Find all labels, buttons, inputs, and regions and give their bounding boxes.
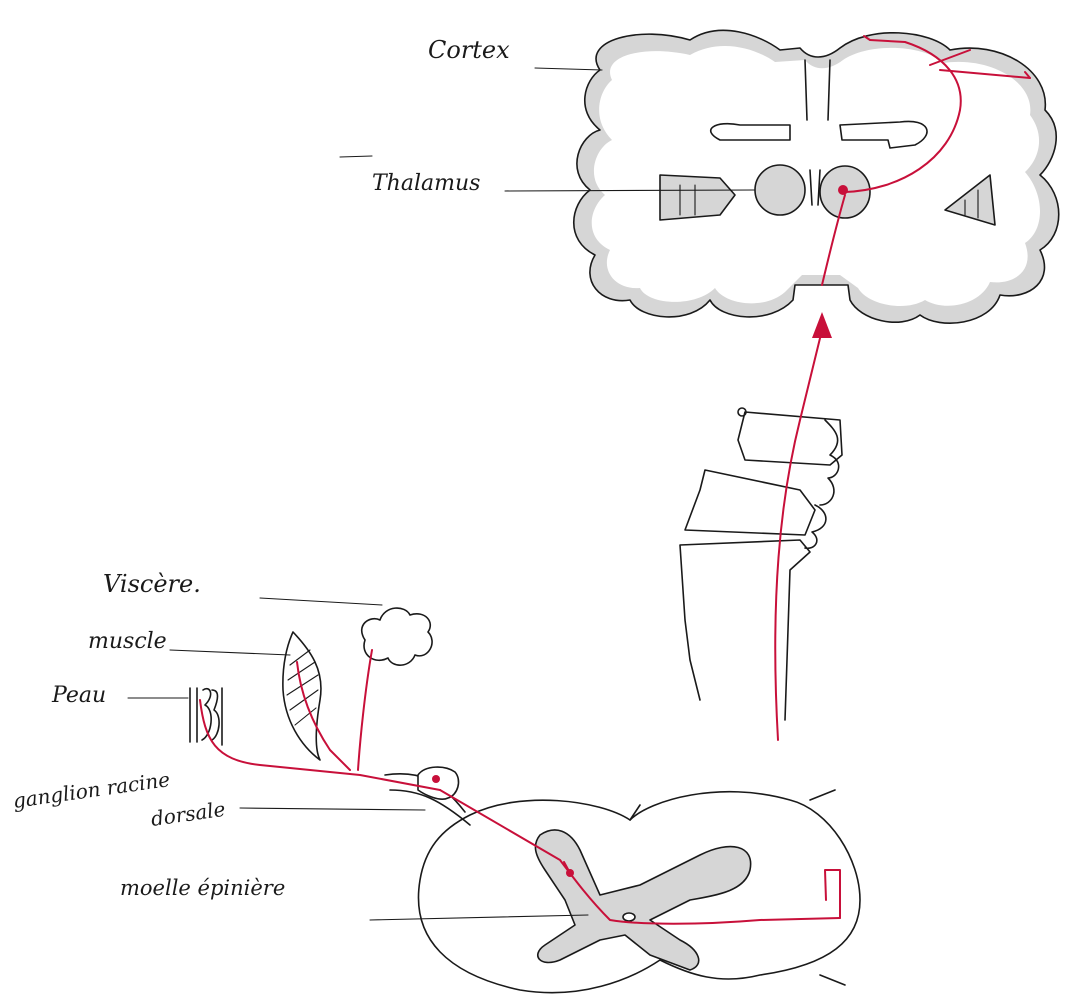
- vertebral-arch-top: [820, 420, 839, 505]
- label-thalamus: Thalamus: [372, 171, 480, 196]
- ascending-arrowhead: [812, 312, 832, 338]
- skin-strokes: [190, 688, 222, 745]
- label-moelle: moelle épinière: [120, 876, 285, 900]
- muscle-leader: [170, 650, 290, 655]
- label-ganglion-line1: ganglion racine: [11, 767, 171, 813]
- dorsal-root-ganglion: [418, 767, 459, 799]
- pathway-viscera-branch: [358, 650, 372, 770]
- spinal-cord-section: [385, 774, 860, 993]
- left-ventricle: [711, 124, 790, 140]
- viscera-shape: [362, 608, 432, 665]
- vertebral-column: [680, 408, 842, 720]
- pathway-skin-branch: [200, 700, 440, 790]
- vertebra-top: [738, 412, 842, 465]
- cortex-inner-fill: [592, 46, 1040, 306]
- left-thalamus: [755, 165, 805, 215]
- central-canal: [623, 913, 635, 921]
- thalamus-synapse: [838, 185, 848, 195]
- label-viscere: Viscère.: [103, 570, 201, 598]
- cortex-leader: [535, 68, 602, 70]
- label-cortex: Cortex: [428, 36, 510, 64]
- thalamus-underline: [340, 156, 372, 157]
- ganglion-leader: [240, 808, 425, 810]
- vertebra-lower: [680, 540, 810, 720]
- label-peau: Peau: [51, 683, 106, 708]
- viscere-leader: [260, 598, 382, 605]
- vertebra-middle: [685, 470, 815, 535]
- label-ganglion-line2: dorsale: [149, 797, 226, 831]
- label-muscle: muscle: [88, 629, 167, 654]
- peripheral-targets: [190, 608, 432, 760]
- muscle-shape: [283, 632, 321, 760]
- ganglion-neuron-body: [432, 775, 440, 783]
